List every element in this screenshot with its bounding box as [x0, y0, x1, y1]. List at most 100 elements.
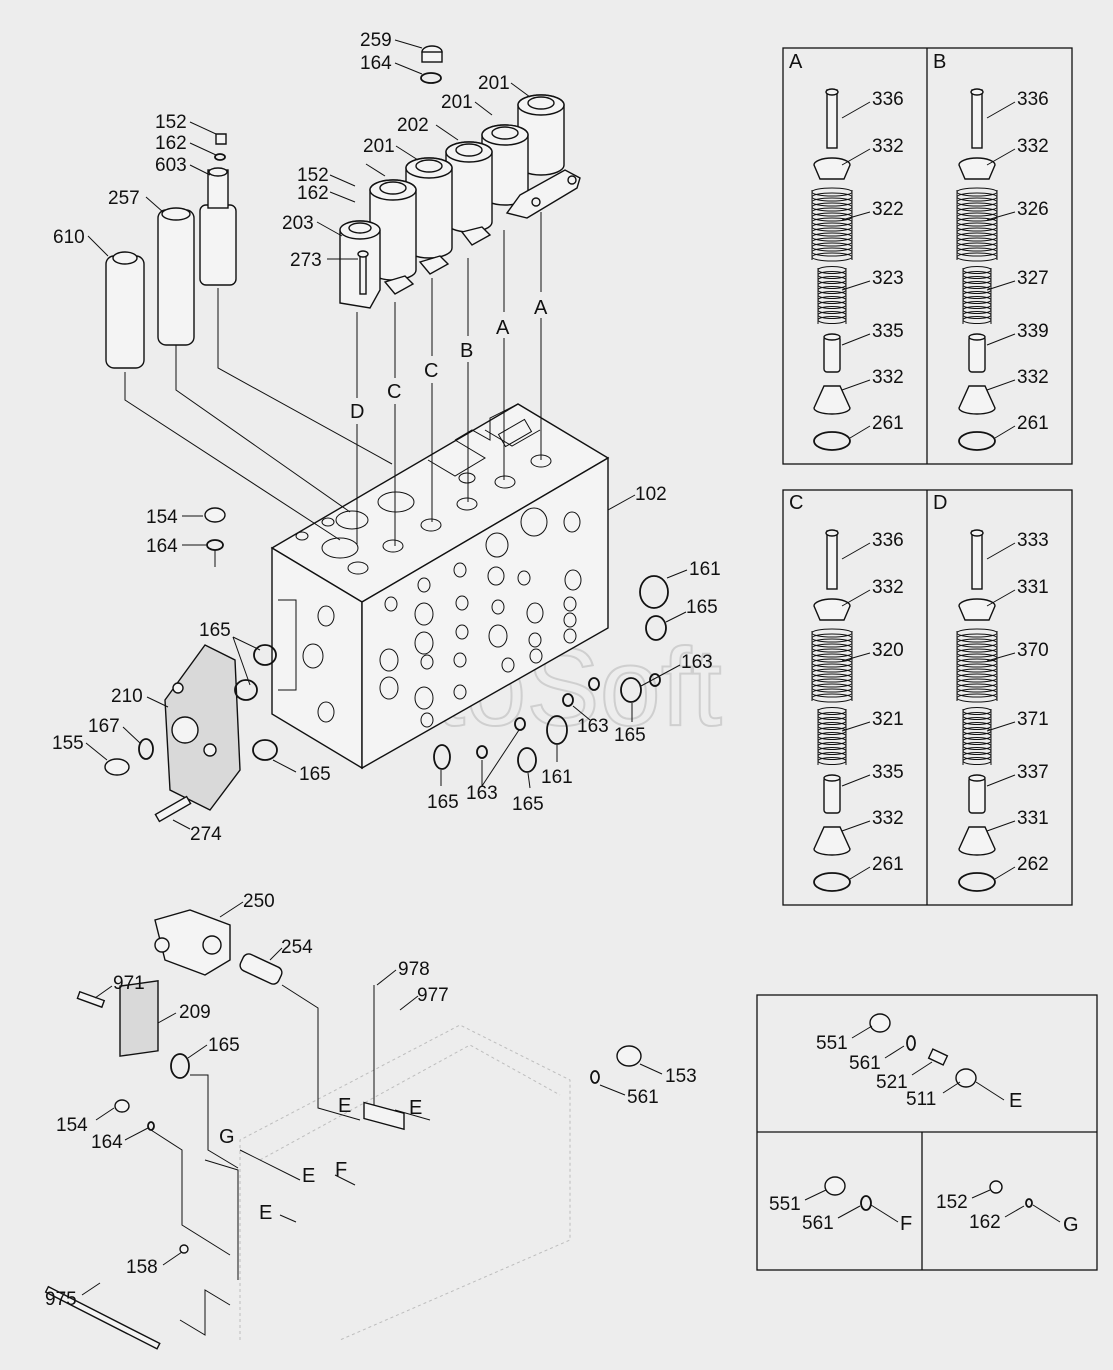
part-label: 335	[872, 321, 904, 342]
o-rings	[204, 507, 669, 773]
label-203: 203	[282, 213, 314, 234]
label-c: C	[424, 360, 438, 382]
plug-154-lower	[114, 1099, 130, 1113]
pin	[826, 530, 838, 590]
part-label: 332	[872, 367, 904, 388]
part-label: 320	[872, 640, 904, 661]
leader-lines	[85, 39, 688, 830]
lower-labels: 250 254 971 209 978 977 165 153 561 154 …	[45, 891, 697, 1310]
label-164: 164	[360, 53, 392, 74]
label-201: 201	[441, 92, 473, 113]
label-259: 259	[360, 30, 392, 51]
label-a: A	[496, 317, 510, 339]
label-164: 164	[146, 536, 178, 557]
plate-209	[119, 979, 159, 1057]
part-label: 332	[872, 808, 904, 829]
part-label: 261	[872, 413, 904, 434]
bolt-971	[76, 990, 106, 1009]
part-label: 331	[1017, 808, 1049, 829]
label-210: 210	[111, 686, 143, 707]
box-title-b: B	[933, 51, 946, 73]
part-label: 261	[1017, 413, 1049, 434]
label-162: 162	[155, 133, 187, 154]
label-g: G	[219, 1126, 235, 1148]
label-165: 165	[686, 597, 718, 618]
solenoid-valves	[339, 45, 581, 309]
pin	[971, 530, 983, 590]
fitting-254	[239, 953, 283, 985]
part-label: 332	[872, 577, 904, 598]
label-e: E	[338, 1095, 351, 1117]
label-521: 521	[876, 1072, 908, 1093]
pin	[971, 89, 983, 149]
label-165: 165	[208, 1035, 240, 1056]
leader-lines-lower	[81, 901, 1061, 1336]
label-511: 511	[906, 1089, 936, 1110]
box-title-a: A	[789, 51, 803, 73]
label-603: 603	[155, 155, 187, 176]
label-561: 561	[802, 1213, 834, 1234]
label-273: 273	[290, 250, 322, 271]
label-162: 162	[297, 183, 329, 204]
part-label: 323	[872, 268, 904, 289]
spring-seat	[958, 826, 996, 856]
plate-977	[363, 1101, 405, 1131]
part-label: 332	[872, 136, 904, 157]
label-163: 163	[577, 716, 609, 737]
label-e: E	[259, 1202, 272, 1224]
label-209: 209	[179, 1002, 211, 1023]
label-561: 561	[849, 1053, 881, 1074]
cartridge-257	[157, 209, 195, 346]
label-e: E	[302, 1165, 315, 1187]
label-971: 971	[113, 973, 145, 994]
lower-assembly	[44, 909, 642, 1350]
detail-boxes-lower	[756, 994, 1098, 1271]
box-title-d: D	[933, 492, 947, 514]
label-b: B	[460, 340, 473, 362]
label-152: 152	[297, 165, 329, 186]
plug-154-upper	[204, 507, 226, 523]
part-label: 371	[1017, 709, 1049, 730]
part-label: 333	[1017, 530, 1049, 551]
cover-plate-210	[104, 644, 241, 823]
part-label: 337	[1017, 762, 1049, 783]
label-165: 165	[512, 794, 544, 815]
label-163: 163	[466, 783, 498, 804]
label-g: G	[1063, 1214, 1079, 1236]
label-f: F	[900, 1213, 912, 1235]
label-158: 158	[126, 1257, 158, 1278]
part-label: 332	[1017, 367, 1049, 388]
label-202: 202	[397, 115, 429, 136]
label-164: 164	[91, 1132, 123, 1153]
part-label: 261	[872, 854, 904, 875]
label-250: 250	[243, 891, 275, 912]
label-161: 161	[541, 767, 573, 788]
bolt-274	[154, 795, 192, 823]
label-167: 167	[88, 716, 120, 737]
label-152: 152	[936, 1192, 968, 1213]
part-label: 322	[872, 199, 904, 220]
label-162: 162	[969, 1212, 1001, 1233]
cartridge-valves	[105, 133, 237, 369]
label-165: 165	[427, 792, 459, 813]
part-label: 370	[1017, 640, 1049, 661]
label-274: 274	[190, 824, 222, 845]
label-f: F	[335, 1159, 347, 1181]
label-254: 254	[281, 937, 313, 958]
label-551: 551	[816, 1033, 848, 1054]
label-561: 561	[627, 1087, 659, 1108]
part-label: 321	[872, 709, 904, 730]
sleeve	[968, 335, 986, 373]
plug-153	[616, 1045, 642, 1067]
label-551: 551	[769, 1194, 801, 1215]
part-label: 336	[872, 89, 904, 110]
sleeve	[823, 776, 841, 814]
label-165: 165	[199, 620, 231, 641]
part-label: 335	[872, 762, 904, 783]
cartridge-603	[199, 204, 237, 286]
sleeve	[823, 335, 841, 373]
label-163: 163	[681, 652, 713, 673]
part-label: 339	[1017, 321, 1049, 342]
spring-seat	[813, 826, 851, 856]
